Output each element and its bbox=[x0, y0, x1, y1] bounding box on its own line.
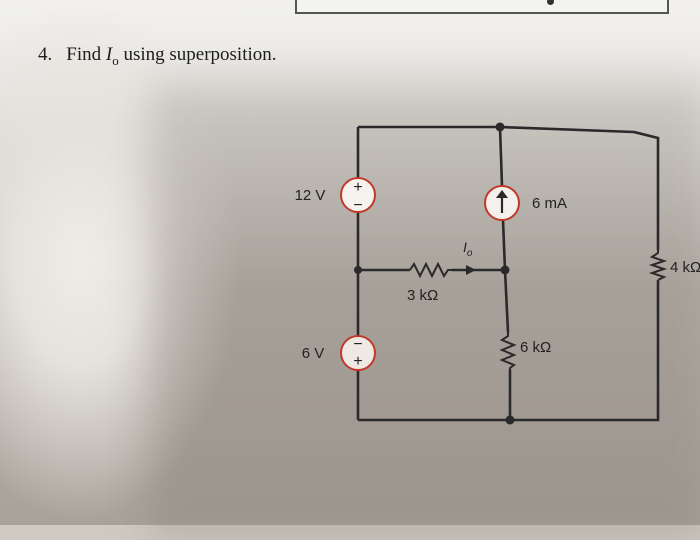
voltage-source-12v: + − bbox=[340, 177, 376, 214]
node-bottom bbox=[505, 415, 515, 425]
problem-text-after: using superposition. bbox=[118, 44, 277, 65]
wire-bottom bbox=[358, 280, 660, 422]
label-6k: 6 kΩ bbox=[520, 339, 551, 356]
arrowhead-icon bbox=[496, 190, 508, 198]
resistor-6k bbox=[499, 332, 517, 370]
label-12v: 12 V bbox=[295, 187, 326, 204]
minus-sign-12v: − bbox=[353, 197, 362, 214]
problem-statement: 4. Find Io using superposition. bbox=[38, 44, 277, 69]
label-3k: 3 kΩ bbox=[407, 287, 438, 304]
current-source-6ma bbox=[484, 185, 520, 221]
label-io-main: I bbox=[463, 239, 467, 255]
label-io: Io bbox=[463, 239, 473, 259]
problem-variable: I bbox=[105, 44, 113, 65]
voltage-source-6v: − + bbox=[340, 335, 376, 371]
node-mid bbox=[500, 265, 510, 275]
paper-background bbox=[0, 0, 700, 525]
node-dot bbox=[547, 0, 554, 5]
problem-number: 4. bbox=[38, 44, 53, 65]
plus-sign-6v: + bbox=[353, 353, 362, 370]
label-6v: 6 V bbox=[302, 345, 325, 362]
plus-sign-12v: + bbox=[353, 179, 362, 196]
resistor-4k bbox=[648, 250, 668, 281]
label-4k: 4 kΩ bbox=[670, 259, 700, 276]
previous-figure-edge bbox=[295, 0, 669, 14]
wire-mid-top bbox=[498, 126, 504, 187]
resistor-3k bbox=[409, 261, 452, 279]
label-io-sub: o bbox=[467, 248, 473, 259]
problem-text-before: Find bbox=[66, 44, 106, 65]
problem-subscript: o bbox=[112, 52, 119, 68]
wire-top bbox=[358, 125, 660, 250]
io-arrowhead-icon bbox=[466, 265, 476, 275]
shadow bbox=[150, 80, 700, 540]
label-6ma: 6 mA bbox=[532, 195, 567, 212]
node-left bbox=[354, 266, 362, 274]
wires bbox=[356, 125, 660, 422]
circuit-diagram: + − 12 V − + 6 V 6 mA 3 kΩ Io 6 kΩ 4 kΩ bbox=[295, 122, 700, 425]
node-top bbox=[495, 122, 505, 132]
minus-sign-6v: − bbox=[353, 336, 362, 353]
wire-mid-lower bbox=[501, 219, 510, 333]
